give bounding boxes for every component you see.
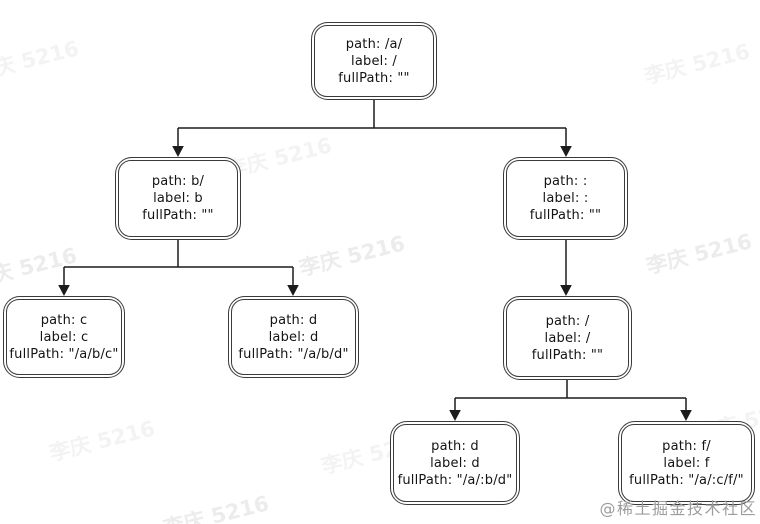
community-credit: @稀土掘金技术社区 [599, 499, 757, 518]
node-path-line: path: /a/ [345, 36, 403, 52]
arrowhead-to-b [172, 146, 184, 157]
arrowhead-to-slash [560, 285, 572, 296]
tree-node-colon-param: path: : label: : fullPath: "" [503, 157, 628, 240]
tree-node-d-right: path: d label: d fullPath: "/a/:b/d" [390, 421, 520, 505]
node-fullpath-line: fullPath: "" [142, 208, 214, 223]
tree-node-d-left: path: d label: d fullPath: "/a/b/d" [228, 296, 359, 378]
node-label-line: label: c [39, 329, 89, 345]
arrowhead-to-dright [449, 410, 461, 421]
node-fullpath-line: fullPath: "" [338, 70, 410, 86]
node-path-line: path: f/ [662, 438, 711, 454]
node-fullpath-line: fullPath: "/a/:c/f/" [629, 472, 744, 488]
node-label-line: label: f [663, 455, 710, 471]
arrowhead-to-c [58, 285, 70, 296]
node-fullpath-line: fullPath: "/a/b/d" [238, 346, 349, 362]
node-path-line: path: : [543, 174, 588, 189]
tree-node-root: path: /a/ label: / fullPath: "" [311, 22, 437, 100]
node-label-line: label: / [351, 53, 397, 69]
node-label-line: label: b [153, 191, 203, 206]
node-label-line: label: d [268, 329, 319, 345]
node-path-line: path: d [269, 312, 318, 328]
node-label-line: label: / [544, 330, 591, 346]
tree-node-f: path: f/ label: f fullPath: "/a/:c/f/" [618, 421, 755, 505]
arrowhead-to-colon [560, 146, 572, 157]
arrowhead-to-f [680, 410, 692, 421]
node-label-line: label: : [542, 191, 589, 206]
tree-node-c: path: c label: c fullPath: "/a/b/c" [3, 296, 125, 378]
node-path-line: path: / [545, 313, 590, 329]
node-fullpath-line: fullPath: "" [531, 347, 604, 363]
tree-node-slash: path: / label: / fullPath: "" [503, 296, 632, 380]
node-path-line: path: d [431, 438, 479, 454]
node-path-line: path: b/ [151, 174, 205, 189]
tree-node-b: path: b/ label: b fullPath: "" [115, 157, 241, 240]
node-fullpath-line: fullPath: "" [529, 208, 602, 223]
edge-slash-to-children [454, 380, 687, 410]
node-label-line: label: d [430, 455, 480, 471]
edge-root-to-children [177, 100, 567, 147]
node-path-line: path: c [40, 312, 88, 328]
arrowhead-to-dleft [287, 285, 299, 296]
node-fullpath-line: fullPath: "/a/:b/d" [397, 472, 513, 488]
edge-b-to-children [63, 240, 294, 286]
node-fullpath-line: fullPath: "/a/b/c" [9, 346, 119, 362]
